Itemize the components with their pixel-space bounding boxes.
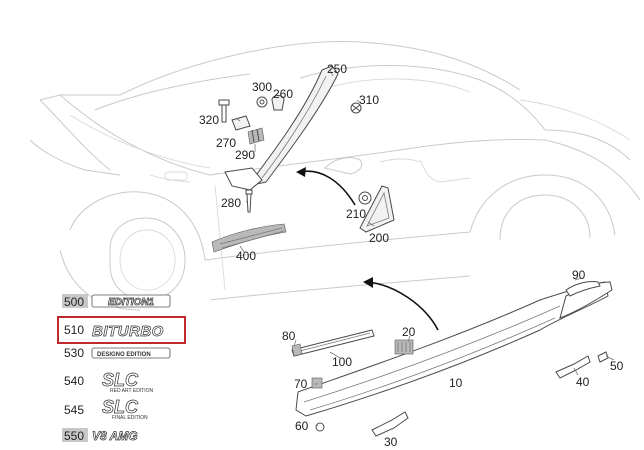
callout-60[interactable]: 60 xyxy=(295,419,309,433)
badge-emblem-510: BITURBO xyxy=(92,323,164,340)
arrow-to-pillar xyxy=(299,170,356,206)
callout-210[interactable]: 210 xyxy=(346,207,366,221)
callout-250[interactable]: 250 xyxy=(327,62,347,76)
clip-270 xyxy=(231,115,251,131)
badge-row-500[interactable]: 500 EDITION1 xyxy=(62,294,171,309)
callout-30[interactable]: 30 xyxy=(384,435,398,449)
bracket-20 xyxy=(394,339,414,355)
badge-number-500: 500 xyxy=(64,295,84,309)
screw-310 xyxy=(350,102,362,114)
clip-290 xyxy=(247,127,265,145)
badge-subtext-545: FINAL EDITION xyxy=(112,415,148,421)
clip-50 xyxy=(597,351,609,363)
badge-emblem-540: SLC xyxy=(102,370,139,390)
badge-number-550: 550 xyxy=(64,429,84,443)
pillar-trim-250 xyxy=(224,65,339,191)
bracket-40 xyxy=(555,355,591,379)
clip-60 xyxy=(315,422,325,432)
callout-80[interactable]: 80 xyxy=(282,329,296,343)
callout-290[interactable]: 290 xyxy=(235,148,255,162)
car-body-outline xyxy=(29,41,641,311)
leader-lines xyxy=(235,69,615,427)
badge-emblem-550: V8 AMG xyxy=(92,429,138,443)
strip-100 xyxy=(291,329,375,357)
clip-300 xyxy=(256,96,268,108)
bolt-320 xyxy=(218,99,230,123)
clip-80 xyxy=(291,343,303,357)
highlight-box xyxy=(57,316,186,344)
badge-number-540: 540 xyxy=(64,374,84,388)
callout-100[interactable]: 100 xyxy=(332,355,352,369)
badge-subtext-540: RED ART EDITION xyxy=(110,388,154,394)
callout-10[interactable]: 10 xyxy=(449,376,463,390)
callout-310[interactable]: 310 xyxy=(359,93,379,107)
badge-row-510[interactable]: 510 BITURBO xyxy=(57,316,186,344)
badge-number-530: 530 xyxy=(64,346,84,360)
badge-emblem-530: DESIGNO EDITION xyxy=(97,352,151,358)
screw-280 xyxy=(245,189,253,213)
callout-320[interactable]: 320 xyxy=(199,113,219,127)
callout-270[interactable]: 270 xyxy=(216,136,236,150)
callout-90[interactable]: 90 xyxy=(572,268,586,282)
arrow-to-sill xyxy=(367,281,439,331)
callout-70[interactable]: 70 xyxy=(294,377,308,391)
badge-row-530[interactable]: 530 DESIGNO EDITION xyxy=(64,346,171,360)
badge-row-540[interactable]: 540 SLC RED ART EDITION xyxy=(64,370,154,394)
callout-40[interactable]: 40 xyxy=(576,375,590,389)
clip-260 xyxy=(271,95,285,111)
callout-200[interactable]: 200 xyxy=(369,231,389,245)
clip-70 xyxy=(311,377,323,389)
callout-20[interactable]: 20 xyxy=(402,325,416,339)
badge-number-510: 510 xyxy=(64,323,84,337)
clip-210 xyxy=(358,191,372,205)
badge-row-545[interactable]: 545 SLC FINAL EDITION xyxy=(64,397,148,421)
piece-90 xyxy=(565,281,601,297)
badge-number-545: 545 xyxy=(64,403,84,417)
trim-200 xyxy=(359,185,395,233)
bracket-30 xyxy=(371,411,409,437)
callout-280[interactable]: 280 xyxy=(221,196,241,210)
callout-300[interactable]: 300 xyxy=(252,80,272,94)
callout-400[interactable]: 400 xyxy=(236,249,256,263)
callout-50[interactable]: 50 xyxy=(610,359,624,373)
side-sill-10 xyxy=(295,281,613,417)
callout-260[interactable]: 260 xyxy=(273,87,293,101)
badge-emblem-545: SLC xyxy=(102,397,139,417)
badge-row-550[interactable]: 550 V8 AMG xyxy=(62,428,138,443)
grille-400 xyxy=(211,223,287,253)
badge-emblem-500: EDITION1 xyxy=(108,297,155,308)
